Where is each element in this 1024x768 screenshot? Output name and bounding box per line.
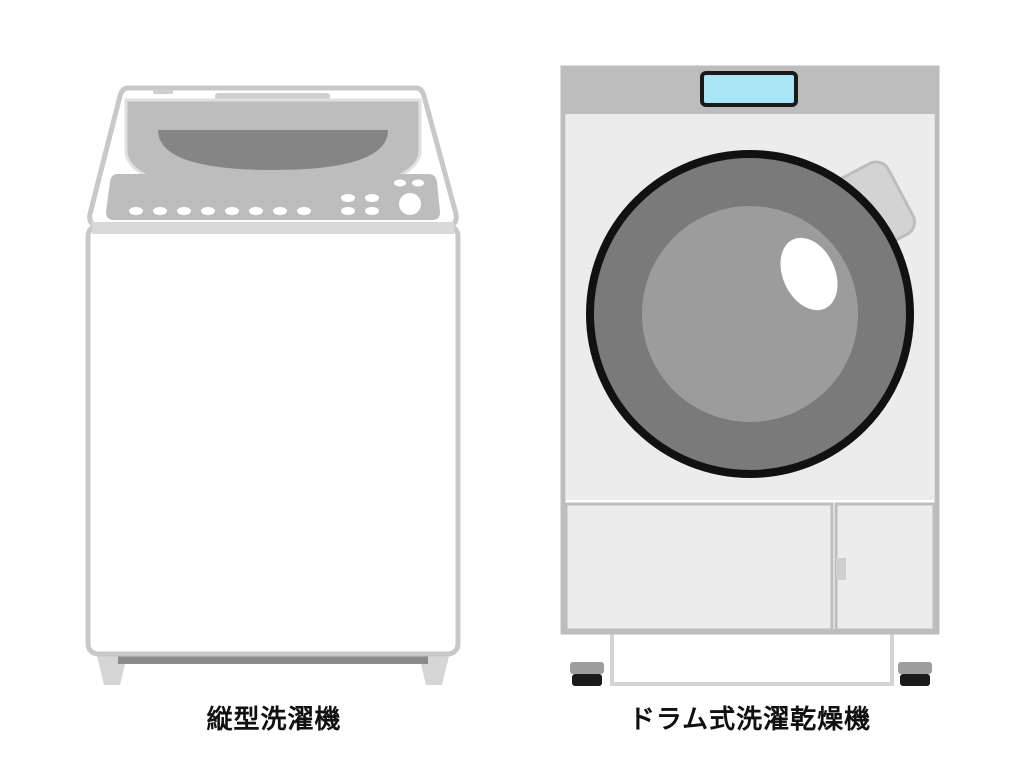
- washer-button: [412, 179, 424, 187]
- washer-button: [225, 207, 239, 215]
- drum-door-glass: [642, 206, 858, 422]
- washer-button: [129, 207, 143, 215]
- washer-button: [297, 207, 311, 215]
- washer-button: [153, 207, 167, 215]
- drum-display: [700, 71, 798, 107]
- washer-console-band: [92, 222, 454, 234]
- drum-drawer-knob: [836, 558, 846, 580]
- washer-button: [177, 207, 191, 215]
- washer-button: [365, 194, 379, 202]
- drum-foot-right-pad: [900, 674, 930, 686]
- washer-hinge-small: [153, 89, 173, 94]
- washer-control-panel: [106, 174, 440, 220]
- washer-hinge: [215, 93, 330, 100]
- washer-button: [249, 207, 263, 215]
- washer-lid-window: [158, 130, 388, 170]
- drum-drawer-right: [834, 502, 936, 632]
- drum-foot-left: [570, 662, 604, 674]
- drum-drawer-left: [564, 502, 834, 632]
- washer-button: [201, 207, 215, 215]
- washer-button: [273, 207, 287, 215]
- label-drum-washer-dryer: ドラム式洗濯乾燥機: [628, 705, 872, 735]
- washer-button: [341, 207, 355, 215]
- label-top-loading-washer: 縦型洗濯機: [206, 705, 342, 735]
- top-loading-washer: [85, 85, 461, 685]
- washer-button: [365, 207, 379, 215]
- washer-dial: [399, 193, 421, 215]
- washer-button: [394, 179, 406, 187]
- washer-body: [85, 223, 461, 657]
- drum-washer-dryer: [560, 65, 940, 686]
- drum-foot-right: [898, 662, 932, 674]
- washer-button-row: [129, 179, 424, 215]
- drum-pedestal: [610, 630, 894, 686]
- drum-door-highlight: [780, 237, 838, 311]
- washer-button: [341, 194, 355, 202]
- drum-foot-left-pad: [572, 674, 602, 686]
